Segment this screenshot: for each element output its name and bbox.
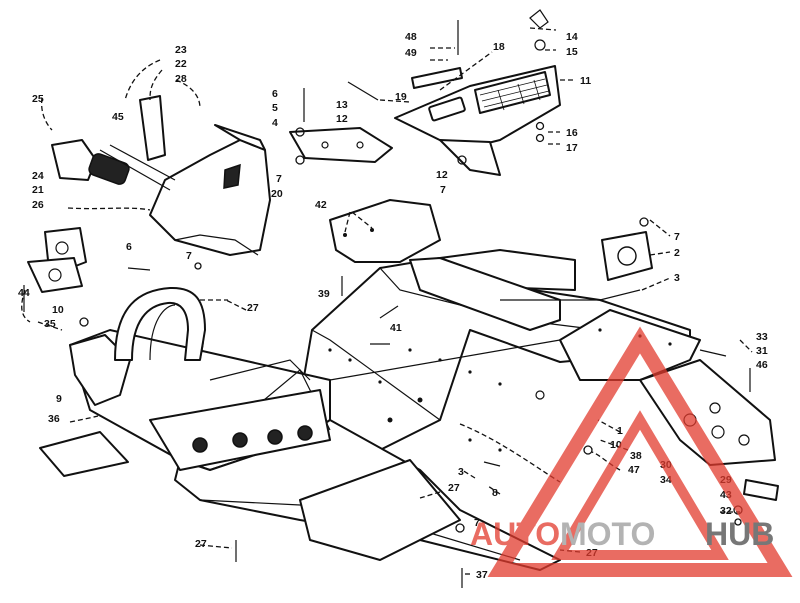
callout-7-b: 7 xyxy=(440,184,446,196)
callout-11: 11 xyxy=(580,75,591,87)
headlight-bracket xyxy=(27,227,87,293)
steering-column-components xyxy=(51,95,176,191)
callout-24: 24 xyxy=(32,170,44,182)
callout-5: 5 xyxy=(272,102,278,114)
engine-plate-left-upper xyxy=(329,199,441,263)
instrument-console xyxy=(394,9,561,176)
callout-6-mid: 6 xyxy=(126,241,132,253)
callout-labels: 23 22 28 25 45 24 21 26 6 5 4 7 20 13 12… xyxy=(18,31,768,581)
callout-48: 48 xyxy=(405,31,417,43)
steering-bracket-loop xyxy=(114,286,206,361)
callout-47: 47 xyxy=(628,464,640,476)
callout-37: 37 xyxy=(476,569,488,581)
callout-43: 43 xyxy=(720,489,732,501)
upper-steering-support xyxy=(289,127,393,163)
callout-41: 41 xyxy=(390,322,402,334)
callout-23: 23 xyxy=(175,44,187,56)
callout-20: 20 xyxy=(271,188,283,200)
callout-15: 15 xyxy=(566,46,578,58)
callout-7-a: 7 xyxy=(276,173,282,185)
callout-35: 35 xyxy=(44,318,56,330)
callout-33: 33 xyxy=(756,331,768,343)
callout-10-b: 10 xyxy=(610,439,622,451)
nose-cone-housing xyxy=(149,124,271,256)
callout-42: 42 xyxy=(315,199,327,211)
watermark-logo: AUTO MOTO HUB xyxy=(470,326,793,577)
watermark-triangle-outer xyxy=(487,326,793,577)
callout-7-c: 7 xyxy=(674,231,680,243)
callout-17: 17 xyxy=(566,142,578,154)
callout-3-b: 3 xyxy=(458,466,464,478)
callout-8: 8 xyxy=(492,487,498,499)
callout-9: 9 xyxy=(56,393,62,405)
callout-22: 22 xyxy=(175,58,187,70)
front-skid-plate xyxy=(39,431,129,477)
callout-39: 39 xyxy=(318,288,330,300)
callout-34: 34 xyxy=(660,474,672,486)
bolts-and-nuts xyxy=(23,20,751,588)
callout-16: 16 xyxy=(566,127,578,139)
callout-21: 21 xyxy=(32,184,44,196)
callout-1: 1 xyxy=(617,425,623,437)
callout-26: 26 xyxy=(32,199,44,211)
callout-10-a: 10 xyxy=(52,304,64,316)
watermark-hub: HUB xyxy=(705,516,774,552)
callout-7-e: 7 xyxy=(474,517,480,529)
callout-13: 13 xyxy=(336,99,348,111)
callout-6-top: 6 xyxy=(272,88,278,100)
callout-31: 31 xyxy=(756,345,768,357)
callout-25: 25 xyxy=(32,93,44,105)
watermark-triangle-inner xyxy=(551,410,729,560)
callout-36: 36 xyxy=(48,413,60,425)
callout-18: 18 xyxy=(493,41,505,53)
callout-7-d: 7 xyxy=(186,250,192,262)
callout-3-a: 3 xyxy=(674,272,680,284)
callout-49: 49 xyxy=(405,47,417,59)
callout-27-b: 27 xyxy=(448,482,460,494)
watermark-auto: AUTO xyxy=(470,516,560,552)
callout-28: 28 xyxy=(175,73,187,85)
callout-38: 38 xyxy=(630,450,642,462)
callout-19: 19 xyxy=(395,91,407,103)
callout-27-d: 27 xyxy=(195,538,207,550)
callout-44: 44 xyxy=(18,287,30,299)
callout-4: 4 xyxy=(272,117,278,129)
callout-12-a: 12 xyxy=(336,113,348,125)
watermark-moto: MOTO xyxy=(560,516,655,552)
callout-32: 32 xyxy=(720,505,732,517)
callout-46: 46 xyxy=(756,359,768,371)
right-mount-plate xyxy=(601,231,653,281)
callout-27-a: 27 xyxy=(247,302,259,314)
callout-2: 2 xyxy=(674,247,680,259)
callout-12-b: 12 xyxy=(436,169,448,181)
callout-45: 45 xyxy=(112,111,124,123)
callout-14: 14 xyxy=(566,31,578,43)
